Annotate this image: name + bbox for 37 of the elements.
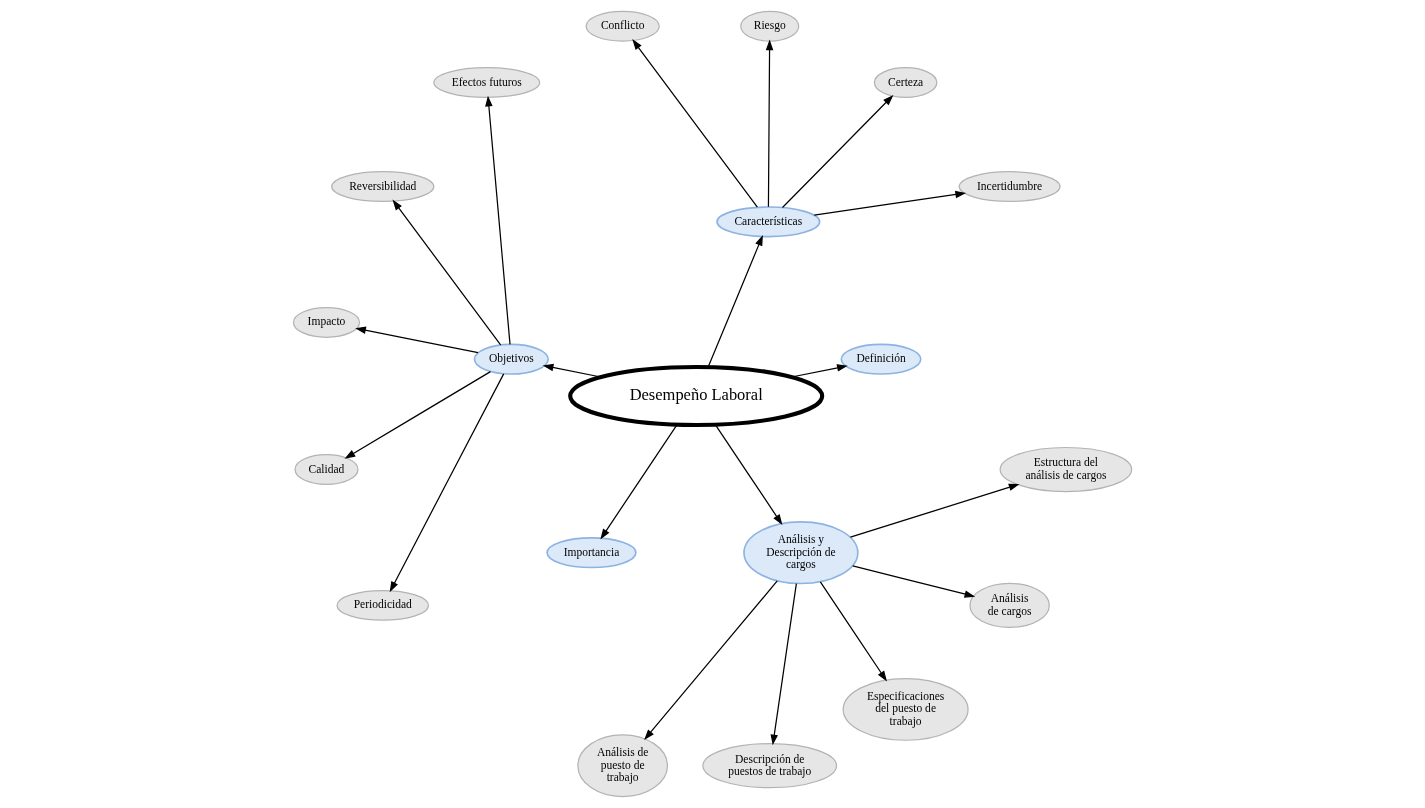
arrow xyxy=(819,581,887,682)
node-ellipse: Análisis de puesto de trabajo xyxy=(577,734,669,798)
node-ellipse: Análisis de cargos xyxy=(969,582,1050,629)
arrow xyxy=(707,234,763,368)
arrow xyxy=(715,424,783,526)
node-ellipse: Características xyxy=(716,206,821,238)
node-ellipse: Análisis y Descripción de cargos xyxy=(743,521,859,585)
arrow xyxy=(644,580,778,741)
arrow xyxy=(344,371,492,459)
arrow xyxy=(791,364,848,378)
arrow xyxy=(600,424,678,540)
node-ellipse: Importancia xyxy=(546,537,637,569)
node-ellipse: Impacto xyxy=(292,307,361,338)
node-ellipse: Efectos futuros xyxy=(433,67,541,98)
node-ellipse: Calidad xyxy=(294,454,359,485)
node-ellipse: Especificaciones del puesto de trabajo xyxy=(842,677,969,741)
node-ellipse: Reversibilidad xyxy=(331,171,435,202)
node-ellipse: Descripción de puestos de trabajo xyxy=(702,743,838,789)
arrow xyxy=(765,39,774,208)
arrow xyxy=(849,483,1020,538)
node-ellipse: Certeza xyxy=(873,67,938,98)
arrow xyxy=(852,565,976,598)
arrow xyxy=(781,94,894,209)
node-ellipse: Objetivos xyxy=(473,343,549,375)
arrow xyxy=(389,373,505,593)
arrow xyxy=(392,199,502,346)
node-ellipse: Incertidumbre xyxy=(958,171,1061,202)
node-ellipse: Definición xyxy=(840,343,922,375)
node-ellipse: Periodicidad xyxy=(336,589,430,621)
node-ellipse: Riesgo xyxy=(740,10,800,42)
arrow xyxy=(770,583,797,746)
node-ellipse: Desempeño Laboral xyxy=(568,364,825,428)
node-ellipse: Conflicto xyxy=(585,10,660,42)
arrow xyxy=(485,95,511,345)
arrow xyxy=(355,326,479,354)
arrow xyxy=(632,39,758,208)
arrow xyxy=(813,190,967,216)
